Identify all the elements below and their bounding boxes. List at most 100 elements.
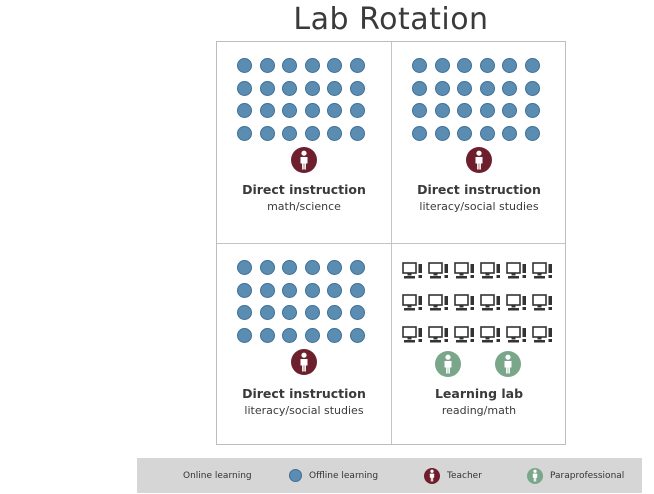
station-title: Learning lab (434, 386, 524, 401)
rotation-grid: Direct instruction math/science Direct i… (216, 41, 566, 445)
student-dot-icon (502, 125, 517, 141)
legend-online: Online learning (183, 458, 252, 493)
student-dot-icon (479, 125, 495, 141)
station-subject: literacy/social studies (419, 200, 539, 213)
student-dot-icon (259, 327, 275, 343)
computer-icon (480, 262, 502, 282)
offline-student-group (412, 58, 547, 141)
computer-group (402, 262, 557, 346)
student-dot-icon (349, 80, 365, 96)
student-dot-icon (349, 125, 365, 141)
student-dot-icon (304, 260, 320, 275)
computer-icon (454, 294, 476, 314)
student-dot-icon (457, 80, 472, 96)
computer-icon (506, 262, 528, 282)
student-dot-icon (327, 282, 342, 298)
student-dot-icon (349, 305, 365, 320)
legend-offline-label: Offline learning (309, 470, 379, 481)
computer-icon (428, 262, 450, 282)
student-dot-icon (349, 327, 365, 343)
student-dot-icon (524, 125, 540, 141)
student-dot-icon (304, 125, 320, 141)
student-dot-icon (237, 327, 252, 343)
computer-icon (480, 294, 502, 314)
student-dot-icon (237, 260, 252, 275)
student-dot-icon (502, 80, 517, 96)
student-dot-icon (349, 58, 365, 73)
student-dot-icon (282, 305, 297, 320)
computer-icon (506, 294, 528, 314)
student-dot-icon (524, 103, 540, 118)
station-direct-instruction-literacy-top: Direct instruction literacy/social studi… (392, 42, 566, 243)
student-dot-icon (457, 103, 472, 118)
student-dot-icon (282, 327, 297, 343)
teacher-icon (291, 349, 317, 375)
student-dot-icon (304, 282, 320, 298)
student-dot-icon (457, 125, 472, 141)
student-dot-icon (434, 103, 450, 118)
paraprofessional-icon (435, 351, 461, 377)
station-title: Direct instruction (242, 182, 366, 197)
legend-paraprofessional: Paraprofessional (527, 458, 624, 493)
computer-icon (506, 326, 528, 346)
student-dot-icon (259, 260, 275, 275)
student-dot-icon (282, 80, 297, 96)
student-dot-icon (237, 103, 252, 118)
student-dot-icon (237, 282, 252, 298)
computer-icon (454, 262, 476, 282)
legend-para-label: Paraprofessional (550, 470, 625, 481)
student-dot-icon (327, 305, 342, 320)
legend: Online learning Offline learning Teacher… (137, 458, 642, 493)
teacher-icon (424, 467, 440, 484)
paraprofessional-icon (495, 351, 521, 377)
student-dot-icon (502, 103, 517, 118)
student-dot-icon (304, 80, 320, 96)
student-dot-icon (259, 125, 275, 141)
student-dot-icon (304, 103, 320, 118)
station-subject: literacy/social studies (244, 404, 364, 417)
computer-icon (532, 326, 554, 346)
student-dot-icon (327, 125, 342, 141)
student-dot-icon (327, 58, 342, 73)
student-dot-icon (479, 58, 495, 73)
student-dot-icon (259, 282, 275, 298)
student-dot-icon (412, 125, 427, 141)
student-dot-icon (327, 80, 342, 96)
station-direct-instruction-literacy-bottom: Direct instruction literacy/social studi… (217, 244, 391, 445)
student-dot-icon (289, 469, 302, 482)
paraprofessional-icon (527, 467, 543, 484)
student-dot-icon (412, 103, 427, 118)
student-dot-icon (349, 282, 365, 298)
computer-icon (532, 294, 554, 314)
station-title: Direct instruction (242, 386, 366, 401)
student-dot-icon (349, 260, 365, 275)
student-dot-icon (502, 58, 517, 73)
computer-icon (454, 326, 476, 346)
student-dot-icon (412, 58, 427, 73)
student-dot-icon (434, 80, 450, 96)
student-dot-icon (237, 58, 252, 73)
student-dot-icon (304, 58, 320, 73)
student-dot-icon (282, 282, 297, 298)
computer-icon (480, 326, 502, 346)
student-dot-icon (304, 305, 320, 320)
student-dot-icon (327, 260, 342, 275)
student-dot-icon (304, 327, 320, 343)
offline-student-group (237, 58, 372, 141)
student-dot-icon (434, 58, 450, 73)
student-dot-icon (479, 103, 495, 118)
student-dot-icon (282, 125, 297, 141)
teacher-icon (291, 147, 317, 173)
station-learning-lab: Learning lab reading/math (392, 244, 566, 445)
computer-icon (402, 326, 424, 346)
student-dot-icon (479, 80, 495, 96)
computer-icon (402, 294, 424, 314)
computer-icon (532, 262, 554, 282)
legend-offline: Offline learning (289, 458, 378, 493)
student-dot-icon (349, 103, 365, 118)
legend-online-label: Online learning (183, 470, 252, 481)
student-dot-icon (259, 103, 275, 118)
student-dot-icon (237, 80, 252, 96)
station-label: Direct instruction literacy/social studi… (217, 386, 391, 417)
station-subject: math/science (267, 200, 341, 213)
